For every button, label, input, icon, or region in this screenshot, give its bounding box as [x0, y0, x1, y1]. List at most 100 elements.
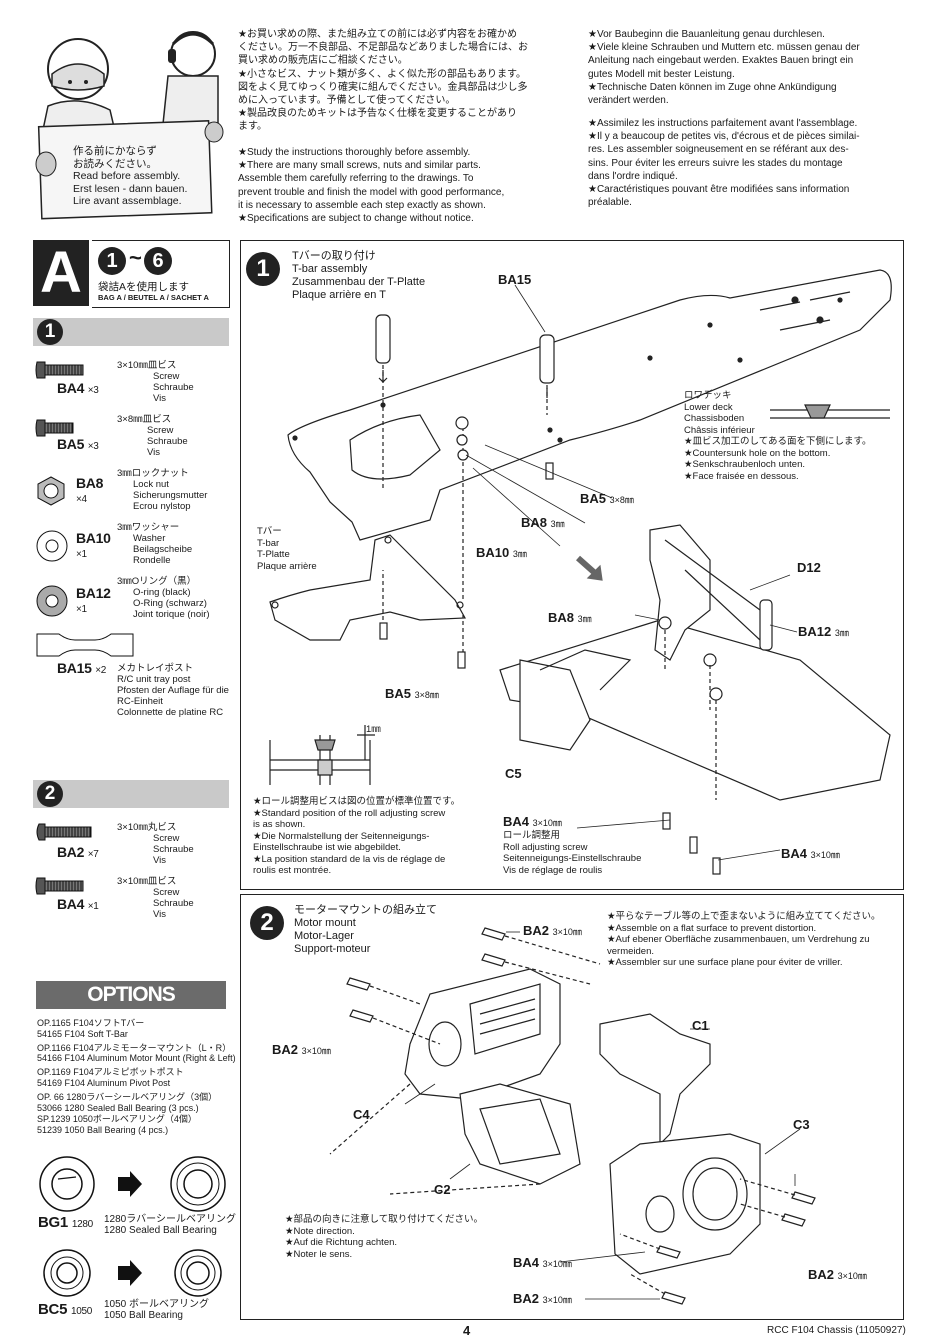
intro-illustration [18, 14, 224, 224]
label-c3: C3 [793, 1117, 810, 1132]
option-item: OP. 66 1280ラバーシールベアリング（3個）53066 1280 Sea… [37, 1091, 218, 1113]
intro-jp-line: ます。 [238, 121, 267, 133]
intro-jp-line: めに入っています。予備として使ってください。 [238, 95, 456, 107]
step1-panel [240, 240, 904, 890]
label-d12: D12 [797, 560, 821, 575]
intro-en-line: ★Study the instructions thoroughly befor… [238, 147, 471, 158]
bag-step-end: 6 [144, 247, 172, 275]
label-ba5-top: BA5 3×8㎜ [580, 491, 634, 506]
label-c2: C2 [434, 1182, 451, 1197]
label-c1: C1 [692, 1018, 709, 1033]
intro-en-line: prevent trouble and finish the model wit… [238, 186, 505, 198]
step2-number: 2 [250, 906, 284, 940]
bearing-code-bc5: BC5 1050 [38, 1301, 93, 1318]
intro-jp-line: ★製品改良のためキットは予告なく仕様を変更することがあり [238, 108, 517, 120]
part-desc-ba10: 3㎜ワッシャー Washer Beilagscheibe Rondelle [117, 522, 193, 566]
part-code-ba5: BA5 ×3 [57, 436, 99, 452]
step1-diagram [269, 269, 892, 875]
intro-card-line: 作る前にかならず [73, 145, 157, 157]
intro-card-line: Erst lesen - dann bauen. [73, 182, 188, 195]
intro-fr-line: ★Il y a beaucoup de petites vis, d'écrou… [588, 131, 860, 143]
bearing-swap-bg1-icon [39, 1156, 226, 1212]
intro-card-line: Lire avant assemblage. [73, 195, 182, 207]
direction-note: ★部品の向きに注意して取り付けてください。★Note direction.★Au… [285, 1214, 483, 1260]
intro-english: ★Study the instructions thoroughly befor… [238, 146, 558, 225]
intro-card-line: Read before assembly. [73, 170, 181, 182]
step1-number: 1 [246, 252, 280, 286]
part-desc-ba2: 3×10㎜丸ビス Screw Schraube Vis [117, 822, 194, 866]
label-ba8-top: BA8 3㎜ [521, 515, 565, 530]
parts-step2-bar: 2 [33, 780, 229, 808]
label-ba10: BA10 3㎜ [476, 545, 527, 560]
bag-tilde: ~ [129, 245, 142, 270]
intro-jp-line: ★小さなビス、ナット類が多く、よく似た形の部品もあります。 [238, 68, 526, 80]
part-code-ba8: BA8×4 [76, 475, 104, 505]
dimension-1mm: 1㎜ [366, 724, 381, 735]
screw-flat-icon [35, 877, 84, 895]
bag-step-start: 1 [98, 247, 126, 275]
part-desc-ba12: 3㎜Oリング（黒） O-ring (black) O-Ring (schwarz… [117, 576, 210, 620]
intro-jp-line: 買い求めの販売店にご相談ください。 [238, 55, 408, 67]
bag-jp: 袋詰Aを使用します [98, 281, 190, 293]
label-c4: C4 [353, 1107, 370, 1122]
part-code-ba10: BA10×1 [76, 530, 111, 560]
option-item: OP.1166 F104アルミモーターマウント（L・R）54166 F104 A… [37, 1042, 236, 1064]
roll-position-note: ★ロール調整用ビスは図の位置が標準位置です。★Standard position… [253, 796, 461, 876]
intro-german: ★Vor Baubeginn die Bauanleitung genau du… [588, 28, 908, 107]
label-ba4-right: BA4 3×10㎜ [781, 846, 840, 861]
part-code-ba4-step2: BA4 ×1 [57, 896, 99, 912]
label-ba2-bottom: BA2 3×10㎜ [513, 1291, 572, 1306]
label-ba4-left: BA4 3×10㎜ [503, 814, 562, 829]
washer-icon [36, 530, 68, 562]
document-reference: RCC F104 Chassis (11050927) [767, 1325, 906, 1336]
label-ba5-bottom: BA5 3×8㎜ [385, 686, 439, 701]
intro-fr-line: ★Caractéristiques pouvant être modifiées… [588, 184, 850, 196]
option-item: SP.1239 1050ボールベアリング（4個）51239 1050 Ball … [37, 1114, 197, 1136]
lock-nut-icon [37, 476, 65, 506]
intro-french: ★Assimilez les instructions parfaitement… [588, 117, 908, 209]
label-c5: C5 [505, 766, 522, 781]
intro-fr-line: ★Assimilez les instructions parfaitement… [588, 118, 858, 129]
label-ba2-left: BA2 3×10㎜ [272, 1042, 331, 1057]
intro-de-line: ★Vor Baubeginn die Bauanleitung genau du… [588, 29, 825, 40]
part-code-ba15: BA15 ×2 [57, 660, 106, 676]
intro-fr-line: res. Les assembler soigneusement en se r… [588, 144, 849, 156]
label-ba4-step2: BA4 3×10㎜ [513, 1255, 572, 1270]
intro-en-line: Assemble them carefully referring to the… [238, 173, 474, 185]
intro-fr-line: préalable. [588, 197, 632, 209]
intro-de-line: verändert werden. [588, 95, 669, 107]
intro-de-line: ★Viele kleine Schrauben und Muttern etc.… [588, 42, 860, 54]
intro-jp-line: 図をよく見てゆっくり確実に組んでください。金具部品は少し多 [238, 81, 528, 93]
page-number: 4 [463, 1323, 471, 1338]
part-code-ba12: BA12×1 [76, 585, 111, 615]
intro-de-line: Anleitung nach eingebaut werden. Exaktes… [588, 55, 854, 67]
label-ba8-mid: BA8 3㎜ [548, 610, 592, 625]
bag-langs: BAG A / BEUTEL A / SACHET A [98, 293, 209, 302]
part-desc-ba4-step2: 3×10㎜皿ビス Screw Schraube Vis [117, 876, 194, 920]
part-desc-ba15: メカトレイポスト R/C unit tray post Pfosten der … [117, 663, 229, 718]
part-desc-ba4: 3×10㎜皿ビス Screw Schraube Vis [117, 360, 194, 404]
bearing-desc-bg1: 1280ラバーシールベアリング 1280 Sealed Ball Bearing [104, 1214, 236, 1236]
label-ba12: BA12 3㎜ [798, 624, 849, 639]
intro-japanese: ★お買い求めの際、また組み立ての前には必ず内容をお確かめ ください。万一不良部品… [238, 28, 558, 134]
parts-step2-number: 2 [37, 781, 63, 807]
options-title: OPTIONS [87, 983, 176, 1006]
bag-letter: A [40, 240, 82, 305]
flat-surface-note: ★平らなテーブル等の上で歪まないように組み立ててください。★Assemble o… [607, 911, 881, 968]
step2-panel [240, 894, 904, 1320]
intro-de-line: ★Technische Daten können im Zuge ohne An… [588, 81, 837, 93]
step2-diagram [329, 927, 816, 1305]
intro-en-line: ★There are many small screws, nuts and s… [238, 160, 481, 172]
intro-jp-line: ください。万一不良部品、不足部品などありました場合には、お [238, 42, 528, 54]
intro-card-line: お読みください。 [73, 157, 157, 170]
bearing-code-bg1: BG1 1280 [38, 1214, 93, 1231]
intro-de-line: gutes Modell mit bester Leistung. [588, 68, 735, 80]
bag-letter-box: A [33, 240, 89, 306]
